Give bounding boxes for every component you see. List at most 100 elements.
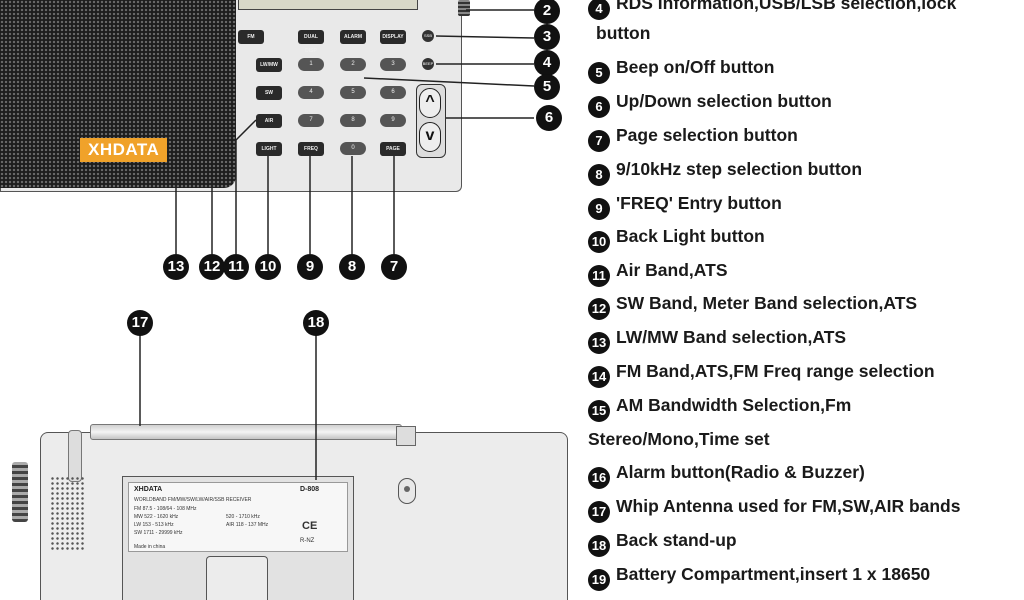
down-arrow-icon: v <box>419 122 441 152</box>
legend-number: 18 <box>588 535 610 557</box>
keypad-key: 6 <box>380 86 406 99</box>
keypad-key: 2 <box>340 58 366 71</box>
leader-line-11 <box>235 119 257 254</box>
legend-text: LW/MW Band selection,ATS <box>616 327 847 347</box>
legend-text: Up/Down selection button <box>616 91 832 111</box>
callout-9: 9 <box>297 254 323 280</box>
legend-text: Back stand-up <box>616 530 737 550</box>
leader-line-3 <box>435 35 535 39</box>
antenna-hinge <box>396 426 416 446</box>
up-arrow-icon: ^ <box>419 88 441 118</box>
legend-number: 6 <box>588 96 610 118</box>
legend-item: 12 SW Band, Meter Band selection,ATS <box>588 292 917 320</box>
legend-number: 15 <box>588 400 610 422</box>
legend-number: 4 <box>588 0 610 20</box>
callout-18: 18 <box>303 310 329 336</box>
legend-item: 7 Page selection button <box>588 124 798 152</box>
legend-number: 11 <box>588 265 610 287</box>
leader-line-5 <box>363 77 535 87</box>
keypad-key: 3 <box>380 58 406 71</box>
legend-text: Air Band,ATS <box>616 260 728 280</box>
label-mw: MW 522 - 1620 kHz <box>134 514 179 520</box>
radio-diagram: XHDATA FM DUAL DISP ALARM DISPLAY LW/MW … <box>0 0 568 600</box>
tuning-knob <box>458 0 470 16</box>
legend-number: 8 <box>588 164 610 186</box>
keypad-key: 4 <box>298 86 324 99</box>
leader-lines <box>139 9 535 480</box>
fm-button: FM <box>238 30 264 44</box>
callout-7: 7 <box>381 254 407 280</box>
air-button: AIR <box>256 114 282 128</box>
callout-11: 11 <box>223 254 249 280</box>
keypad-key: 5 <box>340 86 366 99</box>
callout-12: 12 <box>199 254 225 280</box>
legend-item: 17 Whip Antenna used for FM,SW,AIR bands <box>588 495 960 523</box>
label-sw: SW 1711 - 29999 kHz <box>134 530 183 536</box>
legend-text-continued: button <box>596 23 651 43</box>
lwmw-button: LW/MW <box>256 58 282 72</box>
lcd-display-edge <box>238 0 418 10</box>
callout-13: 13 <box>163 254 189 280</box>
legend-text: Page selection button <box>616 125 798 145</box>
callout-2: 2 <box>534 0 560 24</box>
alarm-button: ALARM <box>340 30 366 44</box>
legend-item: 11 Air Band,ATS <box>588 259 728 287</box>
legend-item: 15 AM Bandwidth Selection,Fm <box>588 394 851 422</box>
legend-item: 5 Beep on/Off button <box>588 56 774 84</box>
legend-text: Beep on/Off button <box>616 57 775 77</box>
legend-number: 17 <box>588 501 610 523</box>
stand-notch <box>206 556 268 600</box>
sw-button: SW <box>256 86 282 100</box>
legend-text: Back Light button <box>616 226 765 246</box>
product-label <box>128 482 348 552</box>
legend-text: 9/10kHz step selection button <box>616 159 863 179</box>
label-brand: XHDATA <box>134 486 163 493</box>
label-made: Made in china <box>134 544 166 550</box>
legend-item: 8 9/10kHz step selection button <box>588 158 862 186</box>
legend-number: 7 <box>588 130 610 152</box>
legend-item: 13 LW/MW Band selection,ATS <box>588 326 846 354</box>
legend-text: Alarm button(Radio & Buzzer) <box>616 462 865 482</box>
callout-6: 6 <box>536 105 562 131</box>
legend-text: SW Band, Meter Band selection,ATS <box>616 293 918 313</box>
label-fm: FM 87.5 - 108/64 - 108 MHz <box>134 506 197 512</box>
legend-number: 14 <box>588 366 610 388</box>
callout-3: 3 <box>534 24 560 50</box>
legend-item: 10 Back Light button <box>588 225 765 253</box>
legend-number: 5 <box>588 62 610 84</box>
light-button: LIGHT <box>256 142 282 156</box>
callout-4: 4 <box>534 50 560 76</box>
dual-disp-button: DUAL DISP <box>298 30 324 54</box>
legend-text: RDS Information,USB/LSB selection,lock <box>616 0 957 13</box>
beep-button: BEEP <box>422 58 434 70</box>
ssb-button: SSB <box>422 30 434 42</box>
label-subtitle: WORLDBAND FM/MW/SW/LW/AIR/SSB RECEIVER <box>134 497 252 503</box>
legend-number: 12 <box>588 298 610 320</box>
legend-number: 13 <box>588 332 610 354</box>
rnz-mark: R-NZ <box>300 538 315 544</box>
keypad-key: 9 <box>380 114 406 127</box>
legend-text: 'FREQ' Entry button <box>616 193 782 213</box>
legend-number: 10 <box>588 231 610 253</box>
callout-8: 8 <box>339 254 365 280</box>
callout-5: 5 <box>534 74 560 100</box>
legend-text: AM Bandwidth Selection,Fm <box>616 395 852 415</box>
label-mw2: 520 - 1710 kHz <box>226 514 260 520</box>
keypad-key: 7 <box>298 114 324 127</box>
callout-17: 17 <box>127 310 153 336</box>
label-air: AIR 118 - 137 MHz <box>226 522 269 528</box>
brand-label: XHDATA <box>80 138 168 162</box>
legend-item: 18 Back stand-up <box>588 529 737 557</box>
display-button: DISPLAY <box>380 30 406 44</box>
legend-text: Whip Antenna used for FM,SW,AIR bands <box>616 496 961 516</box>
legend-text-continued: Stereo/Mono,Time set <box>588 429 770 449</box>
label-lw: LW 153 - 513 kHz <box>134 522 174 528</box>
legend-number: 19 <box>588 569 610 591</box>
page-button: PAGE <box>380 142 406 156</box>
legend-number: 16 <box>588 467 610 489</box>
back-vents <box>50 476 86 550</box>
freq-button: FREQ <box>298 142 324 156</box>
